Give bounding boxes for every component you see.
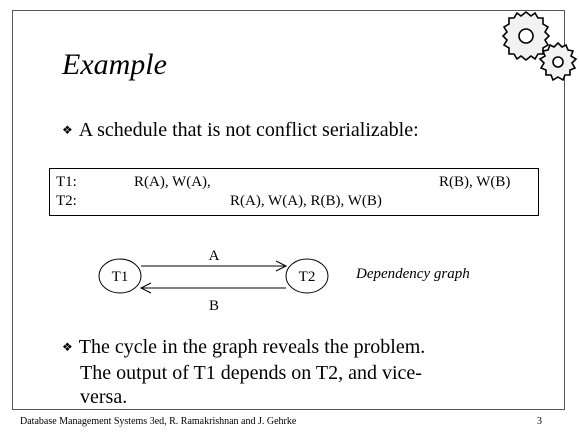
- slide-frame: [12, 10, 565, 410]
- schedule-box: T1: R(A), W(A), R(B), W(B) T2: R(A), W(A…: [49, 168, 539, 216]
- bullet-text: A schedule that is not conflict serializ…: [78, 119, 419, 141]
- graph-caption: Dependency graph: [356, 266, 470, 282]
- t2-ops: R(A), W(A), R(B), W(B): [230, 193, 382, 209]
- t1-ops-start: R(A), W(A),: [134, 174, 211, 190]
- bullet-item: ❖ A schedule that is not conflict seriali…: [62, 118, 419, 144]
- bullet-item: ❖ The cycle in the graph reveals the prob…: [62, 335, 425, 409]
- bullet-line: ❖ The cycle in the graph reveals the prob…: [62, 335, 425, 361]
- bullet-text: The cycle in the graph reveals the probl…: [78, 336, 426, 358]
- slide-title: Example: [62, 48, 167, 81]
- page-number: 3: [537, 416, 542, 427]
- t1-ops-end: R(B), W(B): [439, 174, 511, 190]
- bullet-line: versa.: [80, 386, 128, 408]
- bullet-line: The output of T1 depends on T2, and vice…: [80, 362, 422, 384]
- t1-label: T1:: [56, 174, 77, 190]
- t2-label: T2:: [56, 193, 77, 209]
- gears-icon: [501, 10, 578, 82]
- diamond-bullet-icon: ❖: [62, 123, 73, 137]
- diamond-bullet-icon: ❖: [62, 340, 73, 354]
- slide-footer: Database Management Systems 3ed, R. Rama…: [20, 416, 297, 427]
